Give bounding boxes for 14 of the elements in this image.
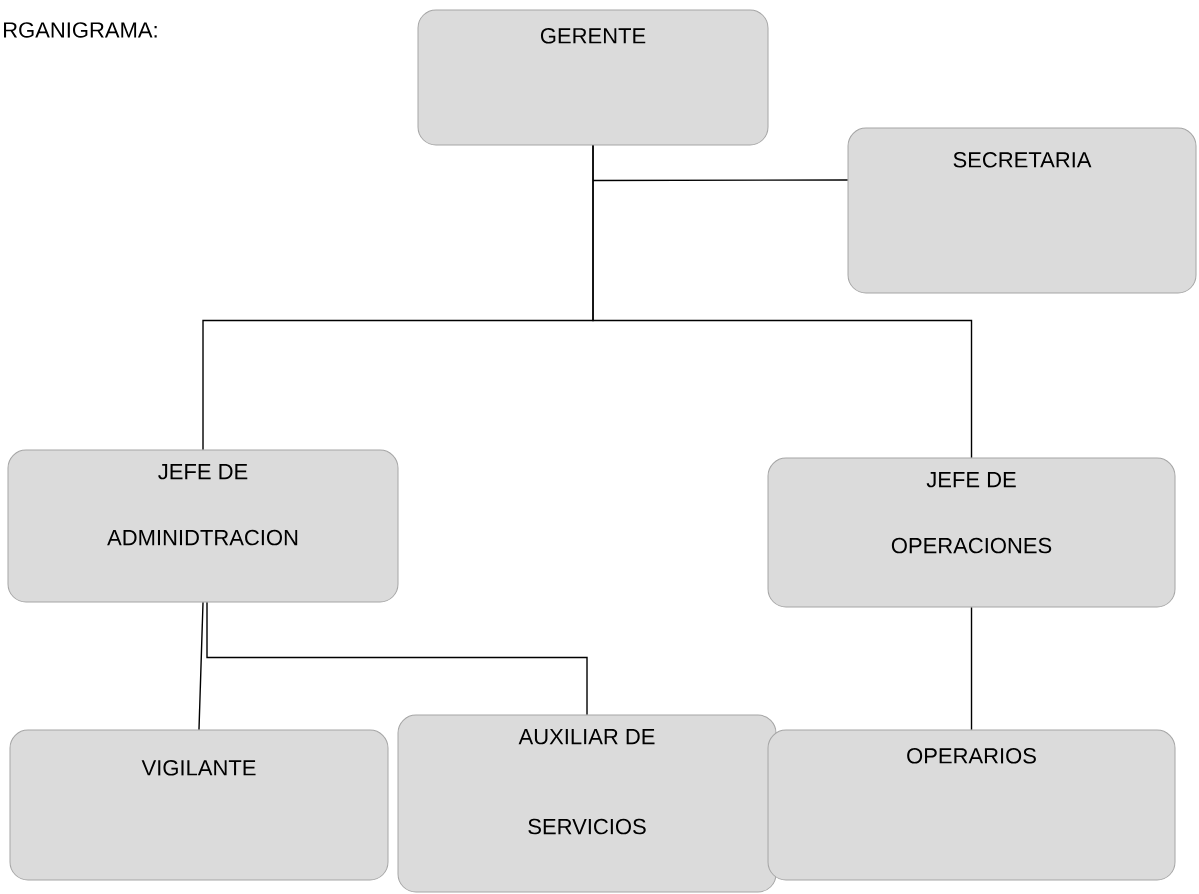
org-box: SECRETARIA bbox=[847, 127, 1197, 294]
org-box: VIGILANTE bbox=[9, 729, 389, 881]
connector-line bbox=[206, 601, 588, 716]
org-box: GERENTE bbox=[417, 9, 769, 146]
connector-line bbox=[970, 606, 973, 731]
org-box: JEFE DE ADMINIDTRACION bbox=[7, 449, 399, 603]
org-box: OPERARIOS bbox=[767, 729, 1176, 881]
org-box: AUXILIAR DE SERVICIOS bbox=[397, 714, 777, 893]
connector-line bbox=[592, 179, 849, 182]
connector-line bbox=[198, 601, 204, 731]
title: RGANIGRAMA: bbox=[4, 22, 157, 38]
org-box: JEFE DE OPERACIONES bbox=[767, 457, 1176, 608]
connector-line bbox=[592, 144, 973, 459]
node-label: AUXILIAR DE SERVICIOS bbox=[518, 729, 655, 835]
